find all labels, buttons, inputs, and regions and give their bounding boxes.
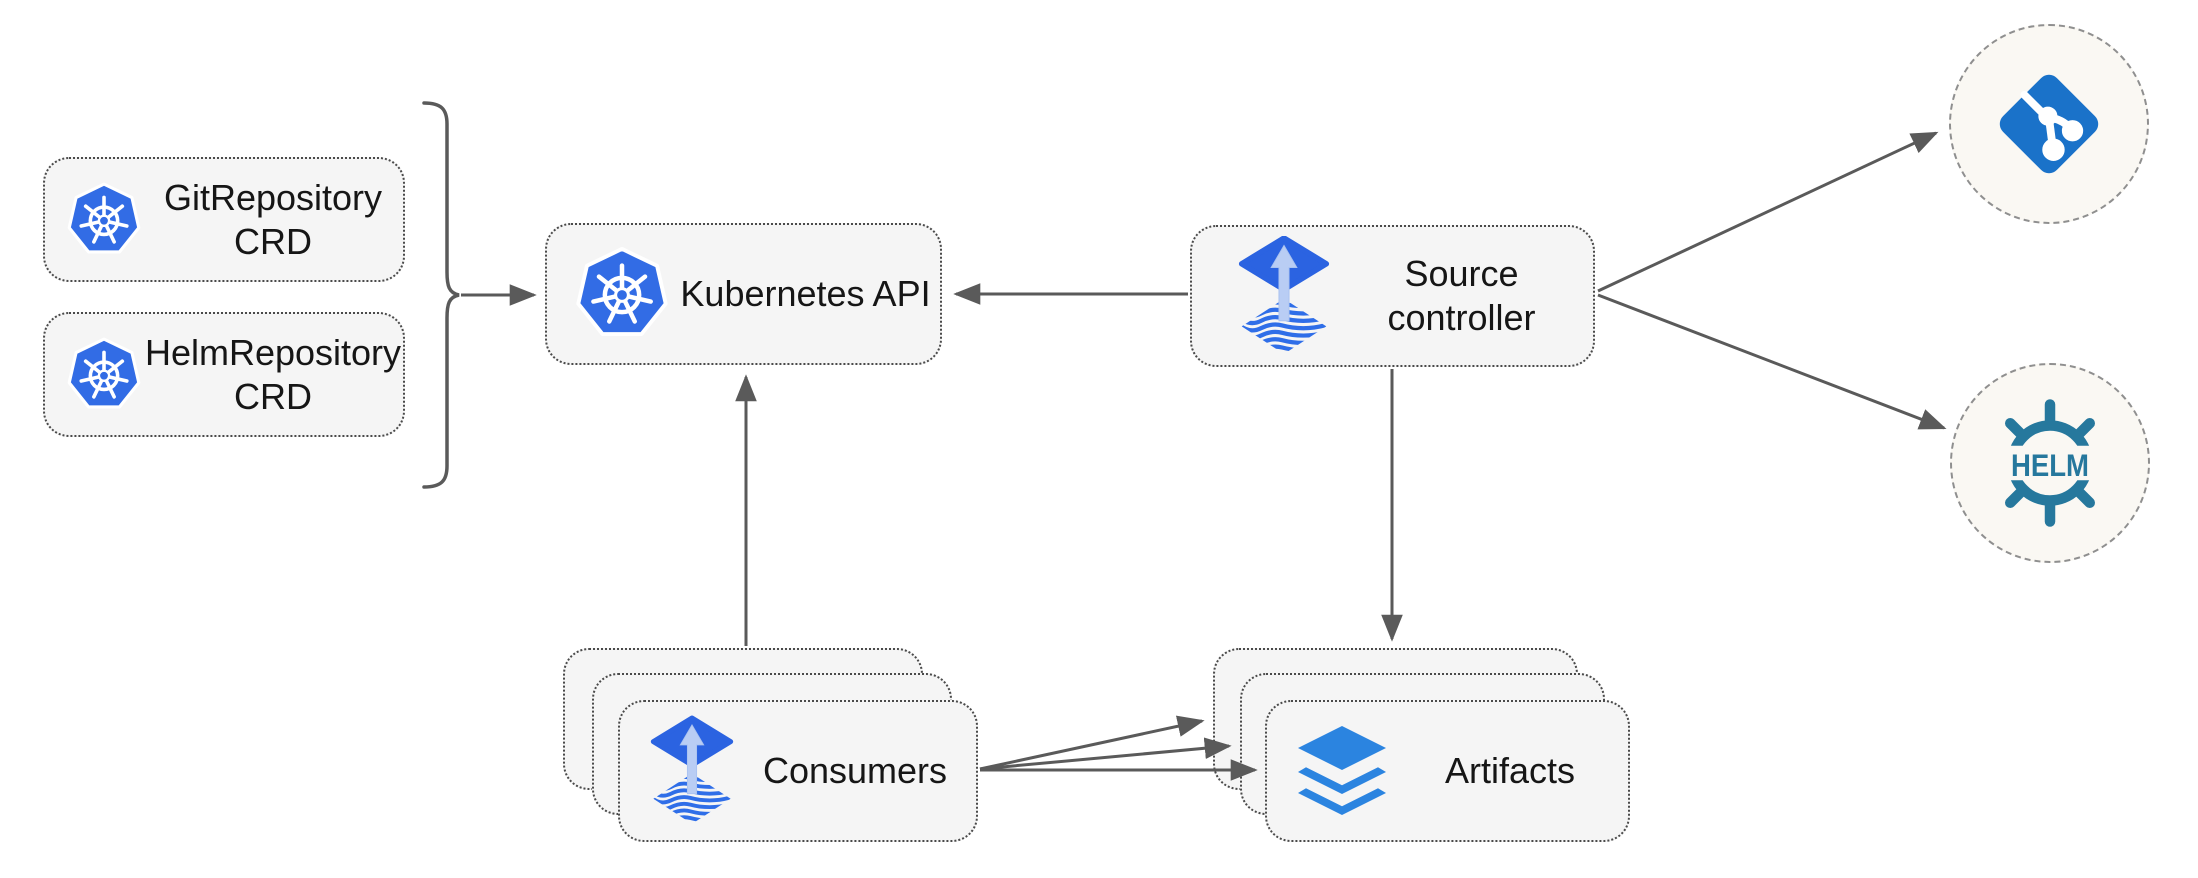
edge-consumers-to-artifacts-back [979,715,1205,771]
flux-source-icon [650,713,734,829]
node-artifacts: Artifacts [1265,700,1630,842]
edge-consumers-to-artifacts-middle [979,737,1232,771]
node-git-remote [1949,24,2149,224]
helm-logo-text: HELM [2011,447,2089,483]
flux-source-icon [1238,236,1330,356]
helm-icon: HELM [1976,399,2124,527]
node-consumers-label: Consumers [762,750,948,792]
crd-group-brace [422,101,460,489]
kubernetes-icon [65,336,143,414]
node-source-controller: Source controller [1190,225,1595,367]
node-label-box: Consumers [734,749,976,793]
layers-icon [1292,723,1392,819]
node-artifacts-label: Artifacts [1444,750,1576,792]
node-label-box: Source controller [1330,252,1593,340]
node-helmrepository-crd-label: HelmRepository CRD [144,331,402,417]
node-helm-remote: HELM [1950,363,2150,563]
kubernetes-icon [65,181,143,259]
git-icon [1993,68,2105,180]
edge-source-controller-to-git-remote [1597,131,1939,293]
edge-source-controller-to-helm-remote [1597,293,1947,430]
helm-text-band [1976,445,2124,481]
node-label-box: Kubernetes API [671,272,940,316]
node-label-box: GitRepository CRD [143,176,403,264]
node-kubernetes-api: Kubernetes API [545,223,942,365]
node-label-box: Artifacts [1392,749,1628,793]
node-source-controller-label: Source controller [1387,253,1536,338]
node-kubernetes-api-label: Kubernetes API [680,273,931,315]
kubernetes-icon [573,245,671,343]
node-label-box: HelmRepository CRD [143,331,403,419]
node-gitrepository-crd-label: GitRepository CRD [163,176,383,262]
node-consumers: Consumers [618,700,978,842]
node-helmrepository-crd: HelmRepository CRD [43,312,405,437]
node-gitrepository-crd: GitRepository CRD [43,157,405,282]
